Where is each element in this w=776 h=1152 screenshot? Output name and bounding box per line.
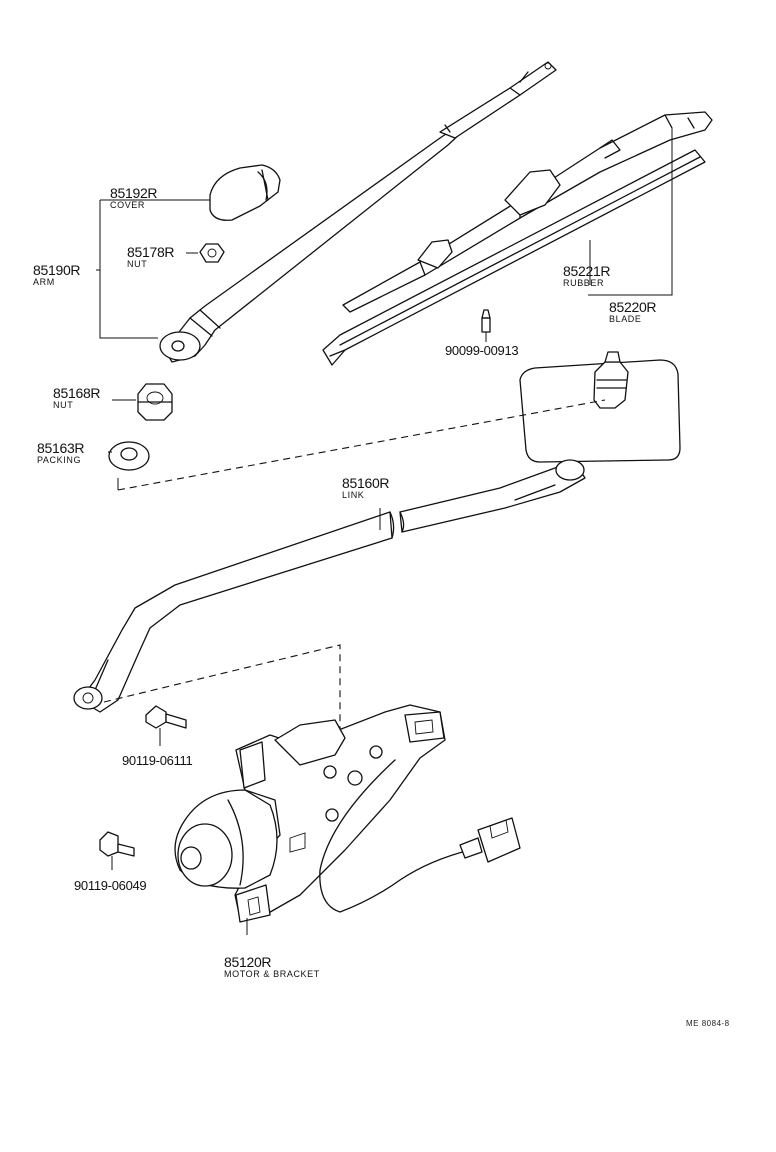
cover-part xyxy=(209,164,281,221)
label-rubber: 85221R RUBBER xyxy=(563,263,611,288)
packing-ring xyxy=(108,441,150,471)
hex-nut xyxy=(137,383,173,421)
wiper-arm xyxy=(159,61,557,363)
part-name: NUT xyxy=(127,259,148,269)
part-number: 85160R xyxy=(342,475,390,491)
part-number: 85220R xyxy=(609,299,657,315)
part-name: NUT xyxy=(53,400,74,410)
label-cover: 85192R COVER xyxy=(110,185,158,210)
label-small-nut: 85178R NUT xyxy=(127,244,175,269)
part-number: 85221R xyxy=(563,263,611,279)
pivot-plate xyxy=(519,351,681,463)
label-arm: 85190R ARM xyxy=(33,262,81,287)
part-name: LINK xyxy=(342,490,365,500)
label-packing: 85163R PACKING xyxy=(37,440,85,465)
label-link: 85160R LINK xyxy=(342,475,390,500)
label-blade-screw: 90099-00913 xyxy=(445,343,519,358)
fastener-code: 90119-06111 xyxy=(122,753,193,768)
part-name: PACKING xyxy=(37,455,82,465)
part-number: 85120R xyxy=(224,954,272,970)
label-bolt-06111: 90119-06111 xyxy=(122,753,193,768)
part-number: 85163R xyxy=(37,440,85,456)
small-nut xyxy=(199,243,225,263)
diagram-reference-code: ME 8084-8 xyxy=(686,1019,730,1028)
part-number: 85168R xyxy=(53,385,101,401)
blade-rubber xyxy=(322,149,706,366)
blade-screw xyxy=(481,309,491,342)
part-number: 85178R xyxy=(127,244,175,260)
label-bolt-06049: 90119-06049 xyxy=(74,878,147,893)
wiper-link xyxy=(73,459,586,713)
part-name: RUBBER xyxy=(563,278,605,288)
part-number: 85190R xyxy=(33,262,81,278)
wiper-blade xyxy=(342,111,713,313)
bolt-06111 xyxy=(145,705,187,746)
part-number: 85192R xyxy=(110,185,158,201)
bolt-06049 xyxy=(99,831,135,870)
fastener-code: 90099-00913 xyxy=(445,343,519,358)
part-name: BLADE xyxy=(609,314,642,324)
motor-bracket xyxy=(174,704,521,923)
part-name: ARM xyxy=(33,277,55,287)
label-hex-nut: 85168R NUT xyxy=(53,385,101,410)
fastener-code: 90119-06049 xyxy=(74,878,147,893)
label-blade: 85220R BLADE xyxy=(609,299,657,324)
label-motor: 85120R MOTOR & BRACKET xyxy=(224,955,320,979)
part-name: COVER xyxy=(110,200,146,210)
leader-lines xyxy=(96,128,673,935)
part-name: MOTOR & BRACKET xyxy=(224,969,320,979)
